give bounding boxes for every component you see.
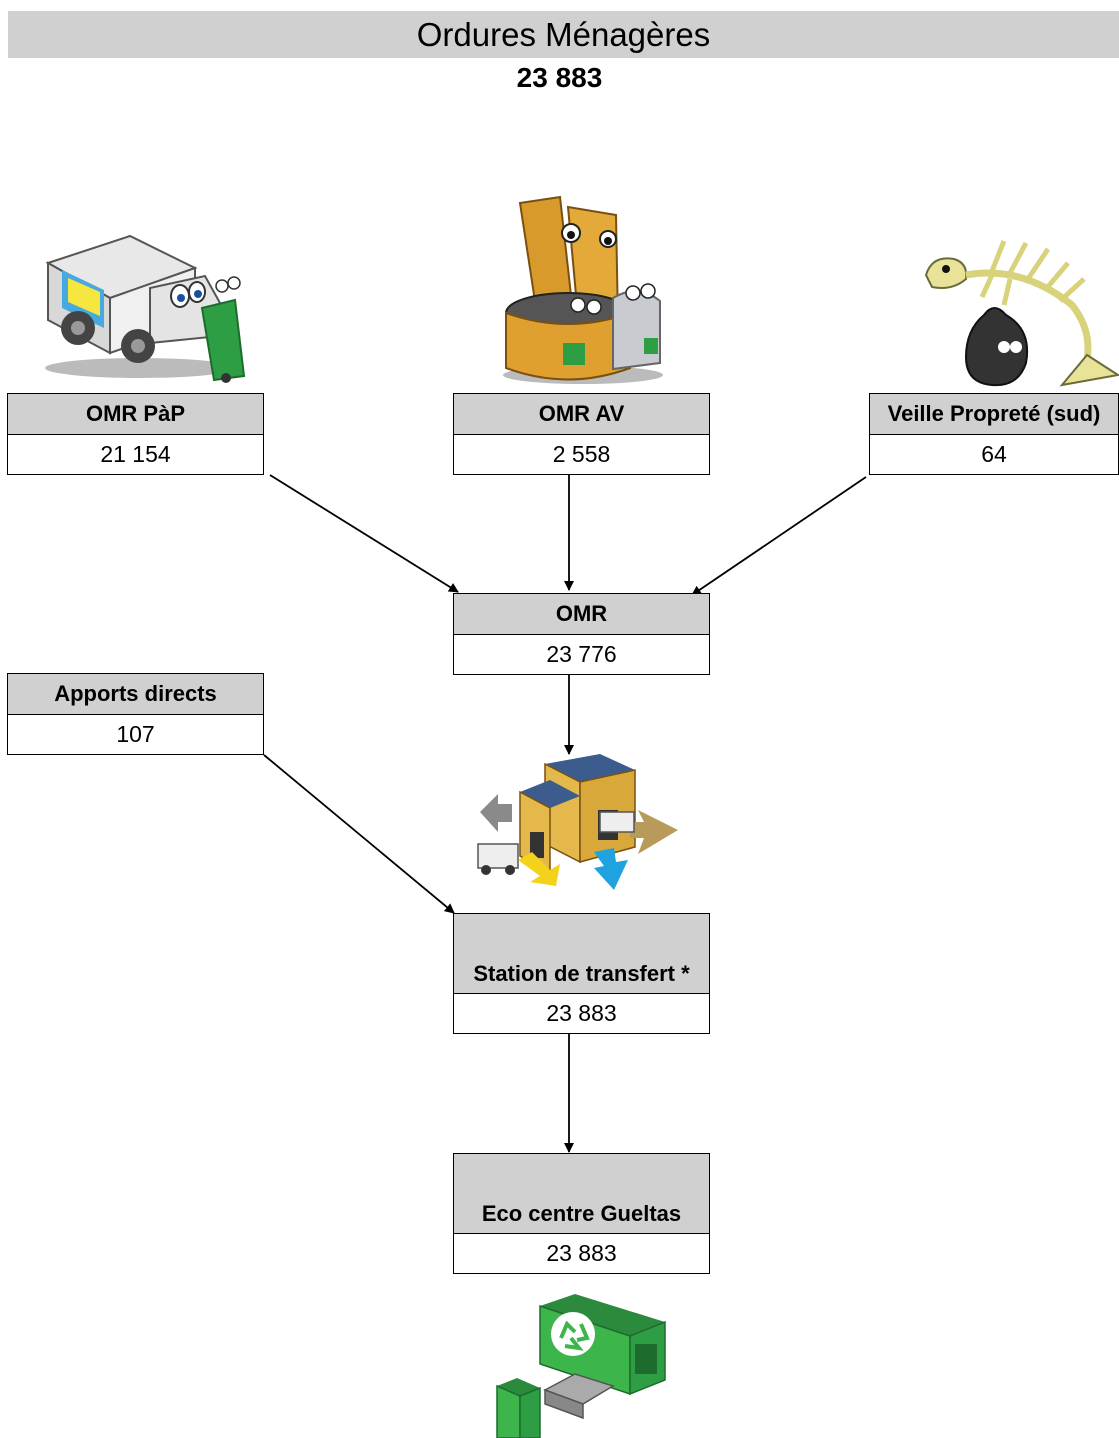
- node-omr-pap: OMR PàP 21 154: [7, 393, 264, 475]
- total-value: 23 883: [516, 62, 603, 93]
- title-text: Ordures Ménagères: [416, 15, 711, 53]
- node-omr-pap-label: OMR PàP: [8, 394, 263, 435]
- node-omr-av-value: 2 558: [552, 440, 611, 467]
- node-veille-proprete-value: 64: [981, 440, 1007, 467]
- node-omr-pap-value: 21 154: [100, 440, 171, 467]
- fishbone-trash-bag-icon: [924, 240, 1119, 387]
- garbage-truck-icon: [45, 234, 246, 383]
- node-apports-directs-value: 107: [116, 720, 155, 747]
- node-veille-proprete: Veille Propreté (sud) 64: [869, 393, 1119, 475]
- incinerator-plant-icon: [496, 1294, 666, 1438]
- transfer-station-icon: [477, 754, 678, 890]
- node-omr-label: OMR: [454, 594, 709, 635]
- node-apports-directs: Apports directs 107: [7, 673, 264, 755]
- node-apports-directs-label: Apports directs: [8, 674, 263, 715]
- arrow-apports-to-station: [263, 754, 455, 914]
- node-omr-value: 23 776: [546, 640, 617, 667]
- arrow-veille-to-omr: [691, 476, 867, 596]
- node-station-transfert-label: Station de transfert *: [454, 914, 709, 994]
- node-veille-proprete-label: Veille Propreté (sud): [870, 394, 1118, 435]
- node-omr: OMR 23 776: [453, 593, 710, 675]
- node-eco-centre-gueltas: Eco centre Gueltas 23 883: [453, 1153, 710, 1274]
- node-eco-centre-gueltas-value: 23 883: [546, 1239, 617, 1266]
- node-omr-av: OMR AV 2 558: [453, 393, 710, 475]
- arrow-omr-pap-to-omr: [269, 474, 459, 593]
- node-eco-centre-gueltas-label: Eco centre Gueltas: [454, 1154, 709, 1234]
- page-title: Ordures Ménagères: [8, 11, 1119, 58]
- node-station-transfert: Station de transfert * 23 883: [453, 913, 710, 1034]
- node-station-transfert-value: 23 883: [546, 999, 617, 1026]
- node-omr-av-label: OMR AV: [454, 394, 709, 435]
- waste-containers-icon: [503, 195, 663, 384]
